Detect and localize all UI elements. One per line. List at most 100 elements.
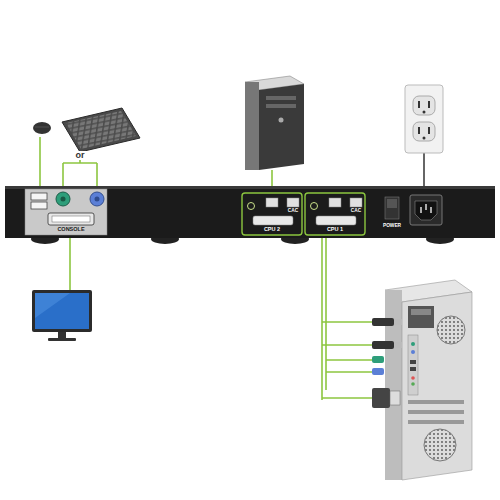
power-inlet [430,207,432,213]
cpu2-section [242,193,302,235]
kvm-panel [5,186,495,238]
desktop-computer [410,360,416,364]
console-plate [61,197,66,202]
monitor [48,338,76,341]
wire [326,359,372,361]
cpu2-section [248,203,255,210]
wall-outlet [413,96,435,115]
monitor [35,293,70,318]
cpu1-section [305,193,365,235]
desktop-computer [408,410,464,414]
console-plate [25,189,107,235]
cpu1-section [316,216,356,225]
tower-computer [245,76,304,170]
cable-plug [390,391,400,405]
cpu1-section [305,193,365,235]
wire [40,137,372,400]
power-inlet [410,195,442,225]
port-label: CAC [351,209,361,214]
tower-computer [259,84,304,170]
keyboard [62,108,140,152]
keyboard [66,111,136,149]
desktop-computer [437,316,465,344]
desktop-computer [411,350,415,354]
console-plate [90,192,104,206]
tower-computer [245,82,259,170]
cable-plug [372,318,402,408]
kvm-panel [5,186,495,189]
desktop-computer [408,306,434,328]
wall-outlet [428,127,430,134]
cable-plug [372,318,394,326]
desktop-computer [411,382,415,386]
console-plate [95,197,100,202]
cpu1-section [350,198,362,207]
console-plate [31,202,47,209]
cable-plug [394,342,402,348]
desktop-computer [424,429,456,461]
port-label: CAC [288,209,298,214]
monitor [58,332,66,338]
cpu2-section [242,193,302,235]
cable-plug [394,319,402,325]
tower-computer [266,96,296,100]
desktop-computer [411,309,431,315]
wire [322,344,372,346]
wire [321,235,323,400]
power-switch [387,199,397,208]
desktop-computer [408,335,418,395]
monitor [32,290,92,332]
wire [322,321,372,323]
desktop-computer [411,342,415,346]
wire [326,371,372,373]
power-inlet [415,201,437,220]
console-plate [31,193,47,200]
port-label: CONSOLE [57,227,84,233]
wall-outlet [405,85,443,153]
port-label: POWER [383,224,401,229]
wall-outlet [423,137,426,140]
console-plate [48,213,94,225]
cable-plug [372,356,384,363]
cable-plug [372,341,394,349]
cpu2-section [287,198,299,207]
mouse [33,122,51,134]
tower-computer [266,104,296,108]
power-inlet [410,195,442,225]
power-switch [385,197,399,219]
cpu2-section [266,198,278,207]
mouse [35,127,49,128]
cable-plug [372,388,390,408]
port-label: CPU 2 [264,227,280,233]
console-plate [52,216,90,222]
power-inlet [420,207,422,213]
wall-outlet [418,101,420,108]
power-inlet [425,204,427,210]
monitor [35,293,89,329]
wall-outlet [418,127,420,134]
wire [325,235,327,390]
desktop-computer [411,376,415,380]
wire [322,397,372,399]
port-label: CPU 1 [327,227,343,233]
desktop-computer [385,280,472,480]
console-plate [25,189,107,235]
monitor [32,290,92,341]
console-plate [56,192,70,206]
desktop-computer [410,367,416,371]
tower-computer [279,118,284,123]
cable-plug [372,368,384,375]
cpu2-section [253,216,293,225]
wall-outlet [428,101,430,108]
cpu1-section [329,198,341,207]
power-switch [385,197,399,219]
separator-text: or [74,151,87,160]
desktop-computer [408,400,464,404]
kvm-panel [5,186,495,238]
wire [39,137,41,192]
keyboard [62,108,140,152]
wall-outlet [423,111,426,114]
